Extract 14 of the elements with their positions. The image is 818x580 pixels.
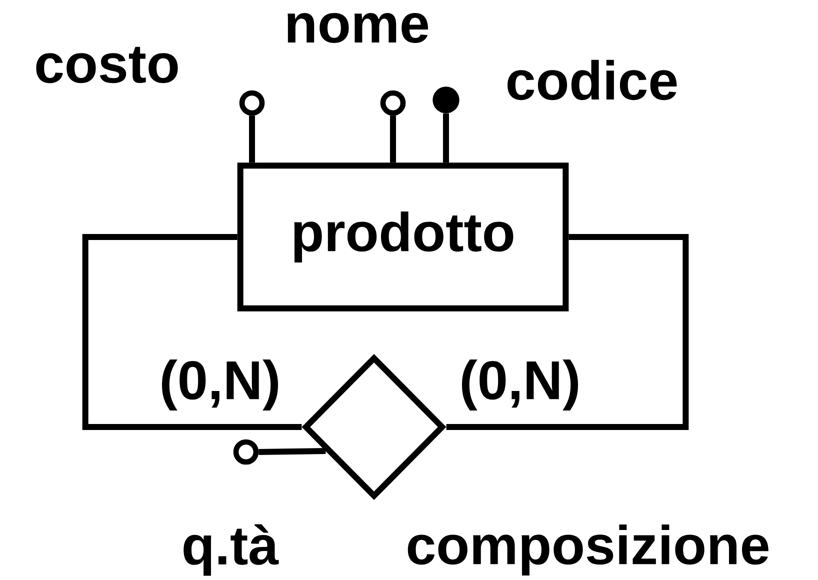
cardinality-label: (0,N) [158,358,282,412]
relationship-name: composizione [408,524,768,576]
connector-line [390,116,396,163]
connector-line [446,234,689,430]
connector-line [249,116,255,163]
connector-line [258,448,326,455]
cardinality-label: (0,N) [458,358,582,412]
attribute-name: codice [508,60,677,100]
attribute-name: q.tà [184,524,279,576]
connector-line [443,113,449,163]
connector-line [82,234,302,430]
attribute-name: nome [288,13,428,43]
entity-box: prodotto [237,162,569,312]
attribute-name: costo [36,46,178,84]
